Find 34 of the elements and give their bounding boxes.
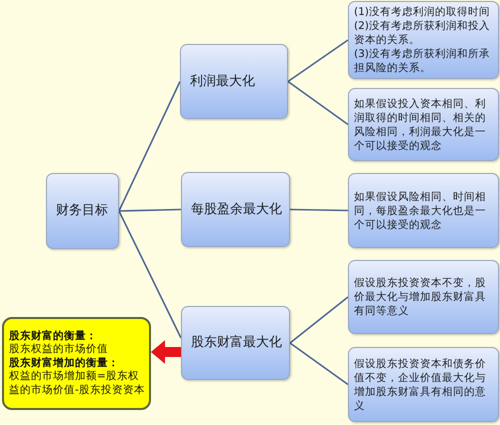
callout-heading: 股东财富增加的衡量： <box>9 356 119 370</box>
note-text: 如果假设风险相同、时间相同，每股盈余最大化也是一个可以接受的观念 <box>354 190 487 232</box>
callout-text: 权益的市场增加额=股东权益的市场价值-股东投资资本 <box>9 370 146 398</box>
topic-box <box>180 44 288 119</box>
note-box <box>348 260 499 334</box>
note-text: (1)没有考虑利润的取得时间 <box>354 5 490 19</box>
connector-line <box>288 39 348 82</box>
note-text: (2)没有考虑所获利润和投入资本的关系。 <box>354 19 491 47</box>
topic-box <box>181 172 290 247</box>
topic-label: 财务目标 <box>56 203 108 219</box>
note-text: 如果假设投入资本相同、利润取得的时间相同、相关的风险相同，利润最大化是一个可以接受的观念 <box>354 96 487 152</box>
callout-box <box>2 317 151 410</box>
connector-line <box>118 81 181 212</box>
note-box <box>348 173 499 248</box>
topic-label: 股东财富最大化 <box>191 335 282 351</box>
arrow <box>151 340 181 364</box>
connector-line <box>290 296 348 344</box>
callout-text: 股东权益的市场价值 <box>9 343 108 356</box>
note-text: 假设股东投资资本和债务价值不变，企业价值最大化与增加股东财富具有相同的意义 <box>354 356 487 412</box>
connector-line <box>118 208 182 212</box>
connector-line <box>288 80 348 126</box>
note-box <box>348 88 499 161</box>
topic-label: 每股盈余最大化 <box>191 202 282 218</box>
connector-line <box>118 210 182 338</box>
connector-line <box>290 342 348 386</box>
topic-label: 利润最大化 <box>190 74 255 90</box>
callout-heading: 股东财富的衡量： <box>9 330 97 343</box>
note-box <box>348 347 499 422</box>
note-text: 假设股东投资资本不变，股价最大化与增加股东财富具有同等意义 <box>354 276 487 318</box>
topic-box <box>46 173 119 249</box>
connector-line <box>290 208 348 212</box>
note-text: (3)没有考虑所获利润和所承担风险的关系。 <box>354 47 491 75</box>
topic-box <box>181 306 290 380</box>
note-box <box>348 1 499 79</box>
